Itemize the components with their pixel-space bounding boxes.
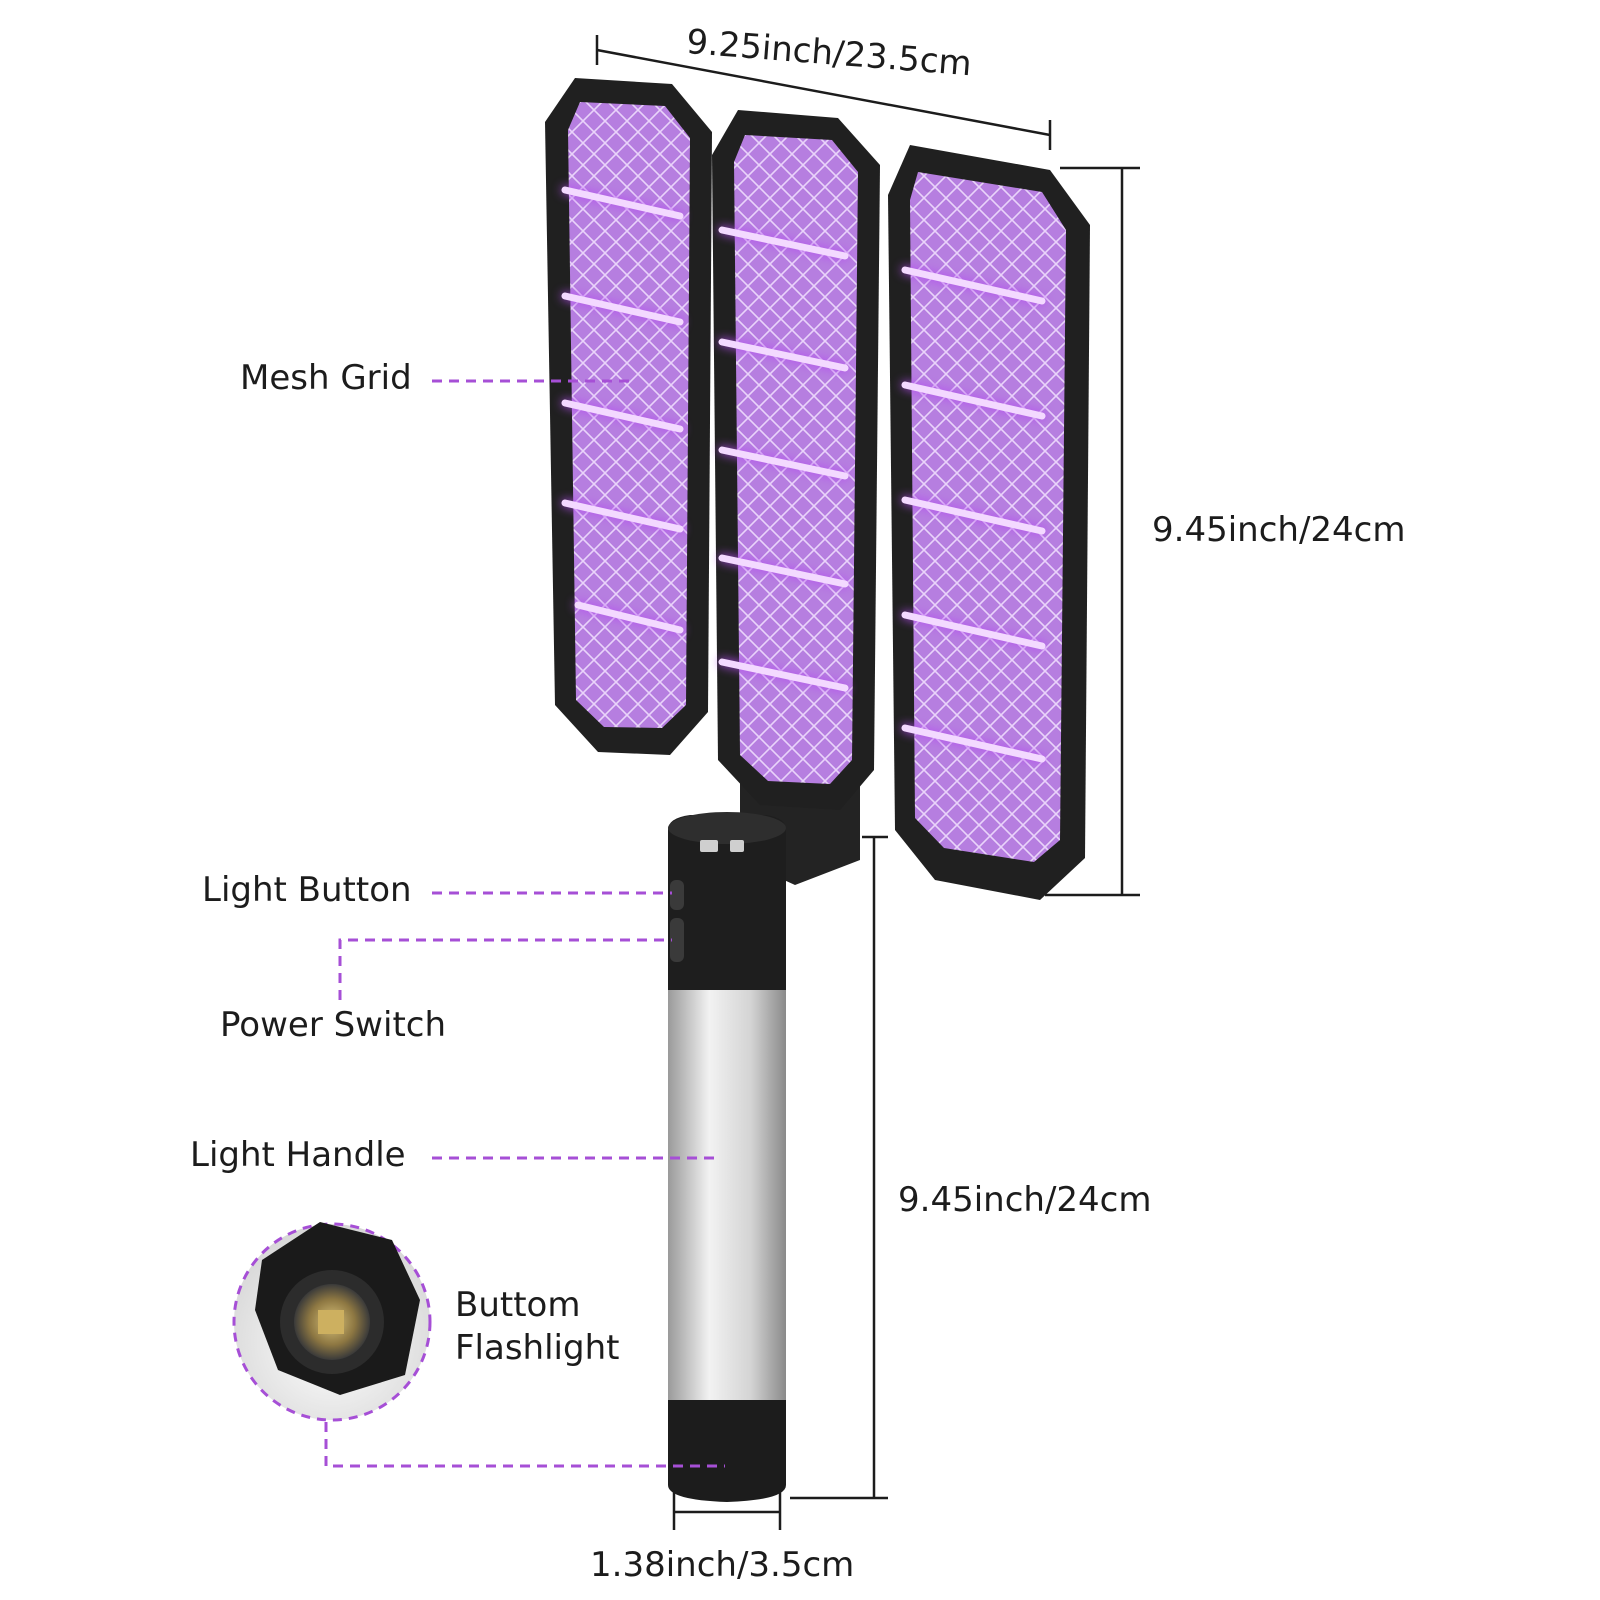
light-button-label: Light Button	[202, 870, 412, 910]
light-button	[670, 880, 684, 910]
bottom-flashlight-label-line1: Buttom	[455, 1285, 581, 1325]
mesh-panel-middle	[712, 110, 880, 810]
width-dimension-line	[596, 48, 1051, 137]
bottom-flashlight-label-line2: Flashlight	[455, 1328, 620, 1368]
head-height-dimension-label: 9.45inch/24cm	[1152, 510, 1406, 550]
handle-length-dimension-label: 9.45inch/24cm	[898, 1180, 1152, 1220]
power-switch-label: Power Switch	[220, 1005, 447, 1045]
flashlight-detail	[232, 1222, 432, 1422]
usb-port-icon	[700, 840, 718, 852]
dimension-lines	[595, 35, 1140, 1530]
power-switch	[670, 918, 684, 962]
mesh-panel-right	[888, 145, 1090, 900]
callout-lines	[324, 379, 725, 1468]
mesh-grid-label: Mesh Grid	[240, 358, 412, 398]
handle-diameter-dimension-label: 1.38inch/3.5cm	[590, 1545, 855, 1585]
mesh-panel-left	[545, 78, 712, 755]
light-handle-label: Light Handle	[190, 1135, 406, 1175]
handle	[668, 812, 786, 1502]
